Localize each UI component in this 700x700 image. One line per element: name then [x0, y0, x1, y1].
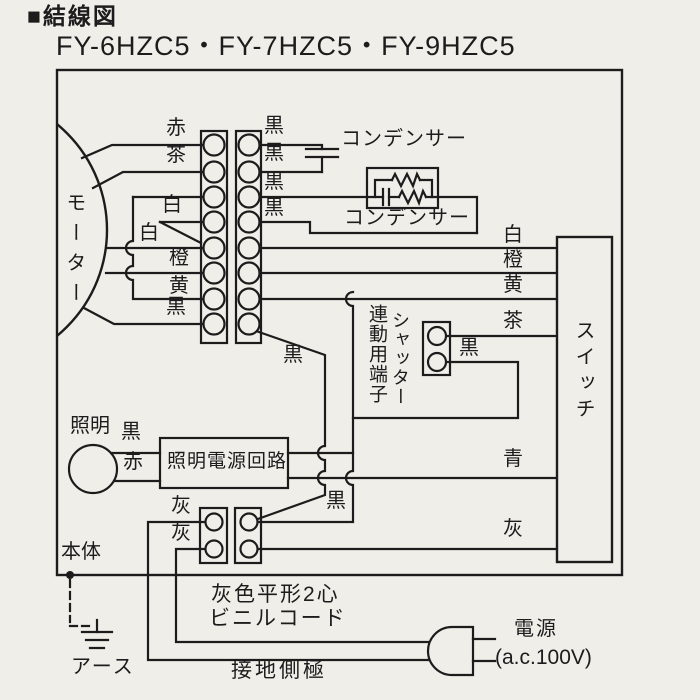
terminal-strip-right: [234, 129, 263, 345]
wire-label-black-lighting: 黒: [121, 421, 141, 443]
earth-label: アース: [71, 656, 135, 678]
capacitor-2-box: [258, 166, 479, 235]
shutter-terminal-label-line1: シャッター: [390, 311, 410, 406]
capacitor-2-label: コンデンサー: [344, 207, 470, 229]
wire-label-orange: 橙: [169, 247, 189, 269]
power-voltage-label: (a.c.100V): [495, 646, 592, 669]
wire-label-black-motor: 黒: [166, 296, 186, 318]
lighting-circuit: [67, 436, 355, 495]
wire-label-gray-1: 灰: [171, 495, 191, 517]
body-label: 本体: [61, 541, 101, 563]
lighting-power-circuit-label: 照明電源回路: [167, 451, 288, 472]
wire-label-black-4: 黒: [264, 197, 284, 219]
wire-label-brown-switch: 茶: [503, 310, 523, 332]
capacitor-1-symbol: [258, 143, 340, 174]
main-box: [55, 68, 624, 577]
black-common-wire: [253, 329, 327, 522]
capacitor-1-label: コンデンサー: [341, 128, 467, 150]
shutter-terminal-label-line2: 連動用端子: [366, 304, 387, 404]
wire-label-black-2: 黒: [264, 142, 284, 164]
wire-label-orange-switch: 橙: [503, 249, 523, 271]
lighting-label: 照明: [70, 415, 110, 437]
terminal-circles: [202, 133, 448, 559]
ground-side-pole-label: 接地側極: [231, 659, 327, 682]
wire-label-white-1: 白: [162, 194, 182, 216]
wire-label-white-switch: 白: [503, 224, 523, 246]
earth-symbol: [66, 571, 114, 650]
switch-label: スイッチ: [572, 320, 594, 424]
motor-lead-wires: [80, 143, 205, 326]
wire-label-yellow: 黄: [169, 275, 189, 297]
shutter-terminal-block: [256, 290, 520, 524]
wire-label-black-junction: 黒: [326, 490, 346, 512]
wire-label-black-shutter: 黒: [459, 337, 479, 359]
model-numbers: FY-6HZC5・FY-7HZC5・FY-9HZC5: [56, 31, 516, 61]
wire-label-red: 赤: [166, 117, 186, 139]
wire-label-blue: 青: [503, 448, 523, 470]
wire-label-brown: 茶: [166, 144, 186, 166]
power-plug: [426, 625, 497, 677]
wire-label-yellow-switch: 黄: [503, 274, 523, 296]
power-label: 電源: [514, 618, 558, 640]
motor-circle: [58, 123, 109, 337]
terminal-strip-left: [199, 129, 229, 345]
gray-terminal-blocks: [146, 506, 430, 662]
wire-label-red-lighting: 赤: [123, 451, 143, 473]
wire-label-black-common: 黒: [283, 344, 303, 366]
wire-label-black-3: 黒: [264, 171, 284, 193]
wire-label-black-1: 黒: [264, 115, 284, 137]
switch-wires: [256, 246, 559, 551]
cord-label-line1: 灰色平形2心: [211, 583, 340, 606]
wire-label-white-2: 白: [139, 222, 159, 244]
wire-label-gray-2: 灰: [171, 522, 191, 544]
switch-box: [555, 235, 614, 564]
wire-label-gray-switch: 灰: [503, 518, 523, 540]
motor-label: モーター: [63, 192, 85, 312]
cord-label-line2: ビニルコード: [209, 607, 347, 630]
section-title: ■結線図: [27, 3, 118, 29]
